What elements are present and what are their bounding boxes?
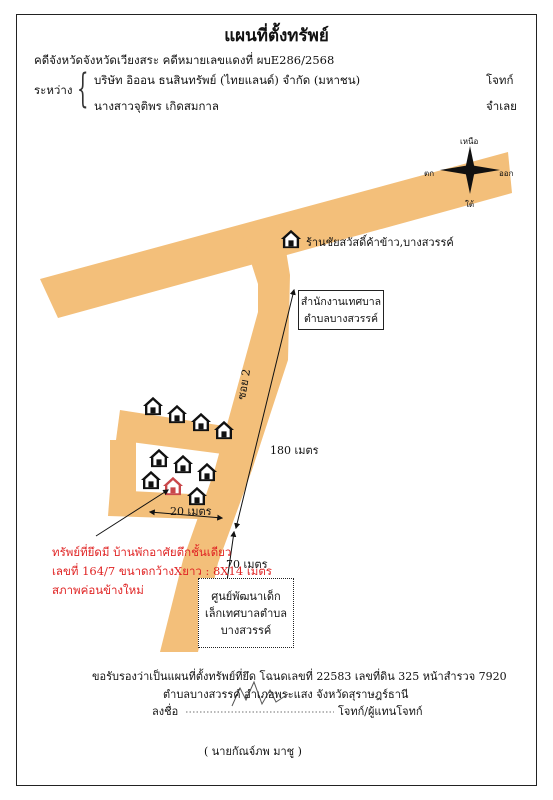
center-label-2: เล็กเทศบาลตำบล (204, 607, 288, 620)
house-icon (141, 470, 161, 490)
property-desc-line-2: เลขที่ 164/7 ขนาดกว้างXยาว : 8X14 เมตร (52, 564, 272, 578)
center-label-3: บางสวรรค์ (220, 624, 272, 637)
cert-line-1: ขอรับรองว่าเป็นแผนที่ตั้งทรัพย์ที่ยึด โฉ… (92, 670, 507, 683)
house-icon (197, 462, 217, 482)
dist-180-label: 180 เมตร (270, 444, 319, 457)
office-label-1: สำนักงานเทศบาล (300, 296, 382, 308)
dist-20-label: 20 เมตร (170, 505, 212, 518)
brace: { (76, 66, 89, 112)
page-border (16, 14, 537, 786)
house-icon (173, 454, 193, 474)
childcare-center-box: ศูนย์พัฒนาเด็ก เล็กเทศบาลตำบล บางสวรรค์ (198, 578, 294, 648)
compass-west: ตก (424, 169, 435, 178)
center-label-1: ศูนย์พัฒนาเด็ก (211, 590, 281, 603)
dist-20-arrow (148, 509, 224, 521)
municipal-office-box: สำนักงานเทศบาล ตำบลบางสวรรค์ (298, 290, 384, 330)
sign-label: ลงชื่อ (152, 705, 179, 718)
signer-name: ( นายกัณจ์ภพ มาชู ) (204, 745, 302, 758)
page-title: แผนที่ตั้งทรัพย์ (224, 26, 329, 46)
cert-line-2: ตำบลบางสวรรค์ อำเภอพระแสง จังหวัดสุราษฎร… (163, 688, 409, 701)
sign-role: โจทก์/ผู้แทนโจทก์ (338, 705, 423, 718)
house-icon (167, 404, 187, 424)
compass-south: ใต้ (465, 200, 475, 209)
party2-role: จำเลย (486, 99, 517, 113)
dist-180-arrow (234, 288, 296, 530)
target-house-icon (163, 476, 183, 496)
house-icon (143, 396, 163, 416)
between-label: ระหว่าง (34, 83, 73, 97)
party1-name: บริษัท อิออน ธนสินทรัพย์ (ไทยแลนด์) จำกั… (94, 73, 361, 87)
dist-70-label: 70 เมตร (226, 558, 268, 571)
lane-left (110, 440, 136, 492)
property-desc-line-1: ทรัพย์ที่ยึดมี บ้านพักอาศัยตึกชั้นเดียว (52, 545, 232, 559)
compass-icon (440, 146, 500, 194)
party1-role: โจทก์ (486, 73, 514, 87)
house-icon (149, 448, 169, 468)
compass-east: ออก (499, 169, 514, 178)
signature-mark (231, 680, 289, 707)
office-label-2: ตำบลบางสวรรค์ (303, 313, 379, 325)
shop-label: ร้านชัยสวัสดิ์ค้าข้าว,บางสวรรค์ (306, 236, 454, 249)
property-leader-line (95, 489, 170, 537)
compass-north: เหนือ (460, 137, 479, 146)
party2-name: นางสาวจุติพร เกิดสมกาล (94, 99, 219, 113)
house-icon (191, 412, 211, 432)
case-line: คดีจังหวัดจังหวัดเวียงสระ คดีหมายเลขแดงท… (34, 53, 335, 67)
property-desc-line-3: สภาพค่อนข้างใหม่ (52, 583, 144, 597)
lane-upper (116, 410, 244, 456)
